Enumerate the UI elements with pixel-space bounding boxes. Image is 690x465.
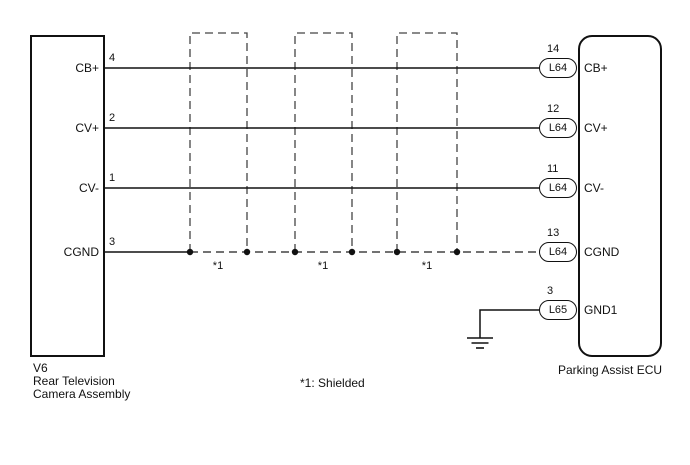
ecu-pin-number-cgnd: 13 bbox=[547, 227, 560, 239]
ecu-pin-number-cb-plus: 14 bbox=[547, 43, 560, 55]
left-pin-label-cv-minus: CV- bbox=[78, 181, 99, 195]
ecu-pin-label-cv-minus: CV- bbox=[584, 181, 605, 195]
wire-gnd1 bbox=[479, 309, 540, 338]
shield-footnote: *1: Shielded bbox=[300, 376, 365, 390]
left-pin-number-cb-plus: 4 bbox=[109, 52, 116, 64]
left-pin-label-cgnd: CGND bbox=[63, 245, 99, 259]
shield-box-3 bbox=[396, 32, 458, 252]
shield-marker-1: *1 bbox=[212, 260, 224, 272]
left-pin-number-cv-plus: 2 bbox=[109, 112, 116, 124]
left-component-name-line2: Camera Assembly bbox=[33, 387, 131, 401]
left-pin-number-cv-minus: 1 bbox=[109, 172, 116, 184]
shield-dot-3 bbox=[291, 248, 299, 256]
connector-oval-cv-plus: L64 bbox=[539, 118, 577, 138]
ecu-pin-label-gnd1: GND1 bbox=[584, 303, 618, 317]
left-pin-number-cgnd: 3 bbox=[109, 236, 116, 248]
ecu-pin-number-gnd1: 3 bbox=[547, 285, 554, 297]
shield-box-2 bbox=[294, 32, 353, 252]
connector-oval-gnd1: L65 bbox=[539, 300, 577, 320]
left-pin-label-cb-plus: CB+ bbox=[75, 61, 99, 75]
shield-dot-1 bbox=[186, 248, 194, 256]
shield-dot-4 bbox=[348, 248, 356, 256]
shield-marker-2: *1 bbox=[317, 260, 329, 272]
shield-box-1 bbox=[189, 32, 248, 252]
ground-symbol-icon bbox=[467, 337, 493, 349]
left-component-name-line1: Rear Television bbox=[33, 374, 115, 388]
ecu-caption: Parking Assist ECU bbox=[558, 363, 663, 377]
shield-marker-3: *1 bbox=[421, 260, 433, 272]
ecu-box bbox=[578, 35, 662, 357]
connector-oval-cb-plus: L64 bbox=[539, 58, 577, 78]
ecu-pin-label-cv-plus: CV+ bbox=[584, 121, 608, 135]
left-component-box bbox=[30, 35, 105, 357]
ecu-pin-label-cgnd: CGND bbox=[584, 245, 620, 259]
connector-oval-cgnd: L64 bbox=[539, 242, 577, 262]
shield-dot-5 bbox=[393, 248, 401, 256]
ecu-pin-number-cv-minus: 11 bbox=[547, 163, 559, 175]
ecu-pin-label-cb-plus: CB+ bbox=[584, 61, 608, 75]
left-pin-label-cv-plus: CV+ bbox=[75, 121, 99, 135]
left-component-code: V6 bbox=[33, 361, 48, 375]
connector-oval-cv-minus: L64 bbox=[539, 178, 577, 198]
shield-dot-6 bbox=[453, 248, 461, 256]
ecu-pin-number-cv-plus: 12 bbox=[547, 103, 560, 115]
shield-dot-2 bbox=[243, 248, 251, 256]
